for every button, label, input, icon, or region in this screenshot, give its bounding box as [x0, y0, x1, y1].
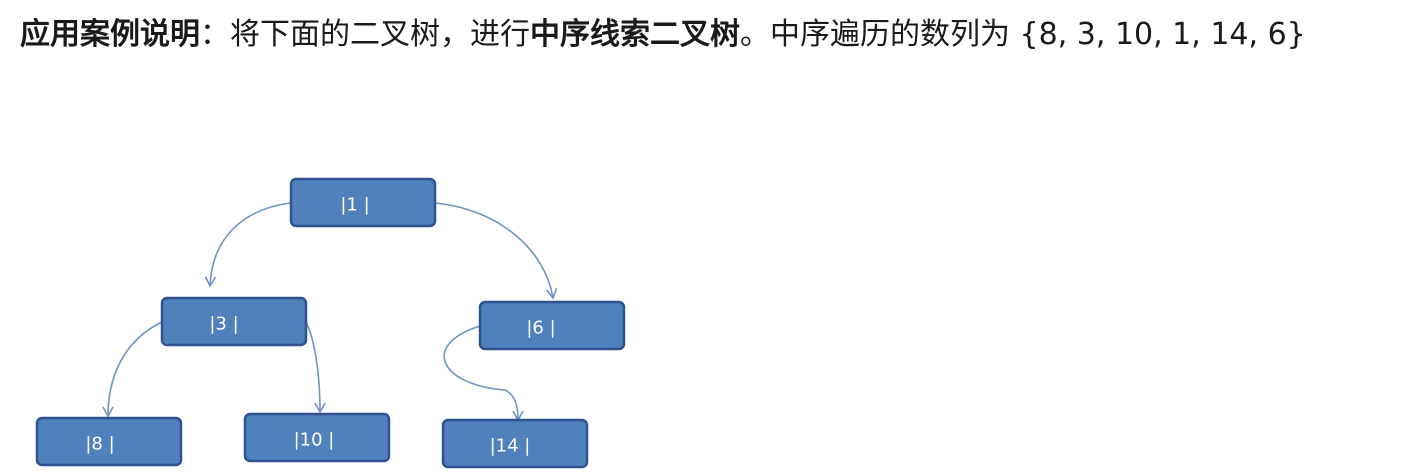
- edge-3-to-8: [102, 321, 163, 418]
- tree-node-10-box: [243, 412, 391, 463]
- tree-node-14-box: [441, 418, 589, 469]
- tree-node-1: |1 |: [289, 177, 437, 228]
- tree-node-3: |3 |: [160, 296, 308, 347]
- tree-node-3-box: [160, 296, 308, 347]
- edge-3-to-10: [305, 321, 326, 414]
- tree-node-10: |10 |: [243, 412, 391, 463]
- tree-node-8: |8 |: [35, 416, 183, 467]
- edge-1-to-6: [435, 202, 558, 300]
- tree-node-6-box: [478, 300, 626, 351]
- tree-node-1-label: |1 |: [340, 195, 369, 216]
- description-text-before: 将下面的二叉树，进行: [230, 17, 530, 52]
- tree-node-3-label: |3 |: [209, 314, 238, 335]
- tree-node-10-label: |10 |: [294, 430, 335, 451]
- tree-node-6: |6 |: [478, 300, 626, 351]
- edge-1-to-3: [204, 202, 291, 288]
- tree-node-8-box: [35, 416, 183, 467]
- tree-node-14: |14 |: [441, 418, 589, 469]
- description-text-after: 。中序遍历的数列为 {8, 3, 10, 1, 14, 6}: [740, 17, 1306, 52]
- tree-node-8-label: |8 |: [85, 434, 114, 455]
- description-label: 应用案例说明: [20, 17, 200, 52]
- description-emphasis: 中序线索二叉树: [530, 17, 740, 52]
- tree-node-14-label: |14 |: [490, 436, 531, 457]
- edge-6-to-14: [443, 325, 524, 422]
- description: 应用案例说明：将下面的二叉树，进行中序线索二叉树。中序遍历的数列为 {8, 3,…: [20, 14, 1400, 56]
- tree-node-1-box: [289, 177, 437, 228]
- tree-node-6-label: |6 |: [526, 318, 555, 339]
- description-colon: ：: [200, 17, 230, 52]
